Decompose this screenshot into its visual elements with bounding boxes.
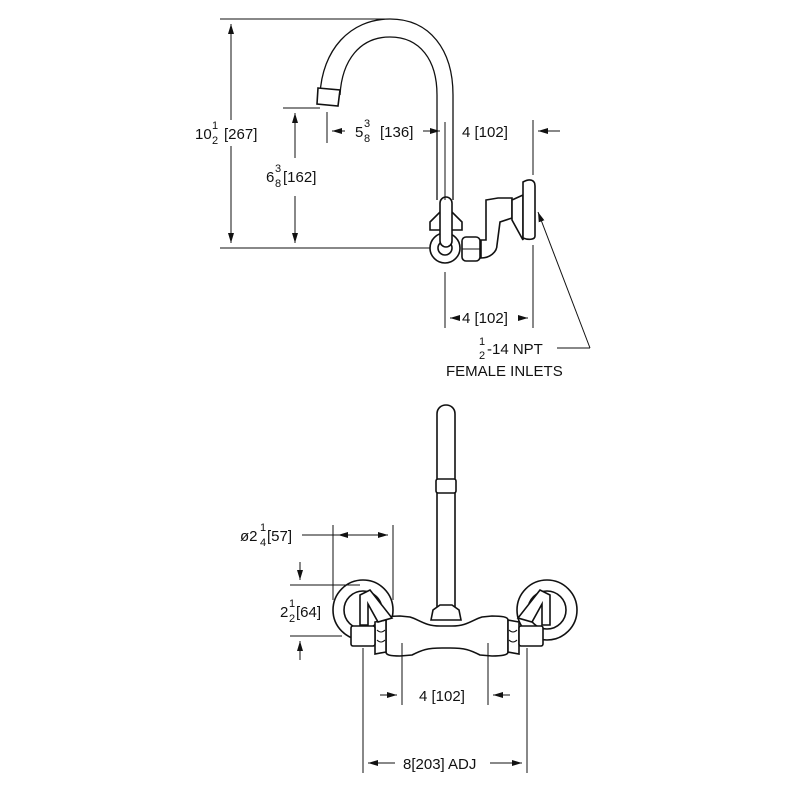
flange-offset-whole: 2 — [280, 604, 288, 621]
spout-reach-whole: 5 — [355, 124, 363, 141]
flange-offset-num: 1 — [289, 598, 295, 610]
overall-height-den: 2 — [212, 135, 218, 147]
front-view: ø2 1 4 [57] 2 1 2 [64] 4 [102] 8[203] AD… — [240, 404, 578, 773]
wall-offset-top-label: 4 [102] — [462, 124, 508, 141]
inlet-note-type: FEMALE INLETS — [446, 363, 563, 380]
overall-height-metric: [267] — [224, 126, 257, 143]
inner-spacing-label: 4 [102] — [419, 688, 465, 705]
flange-diameter-prefix: ø2 — [240, 528, 258, 545]
spout-reach-num: 3 — [364, 118, 370, 130]
overall-height-label: 10 — [195, 126, 212, 143]
flange-diameter-num: 1 — [260, 522, 266, 534]
flange-offset-metric: [64] — [296, 604, 321, 621]
inlet-note-den: 2 — [479, 350, 485, 362]
spout-reach-den: 8 — [364, 133, 370, 145]
centers-label: 8[203] ADJ — [403, 756, 476, 773]
spout-height-whole: 6 — [266, 169, 274, 186]
spout-height-den: 8 — [275, 178, 281, 190]
spout-reach-metric: [136] — [380, 124, 413, 141]
overall-height-num: 1 — [212, 120, 218, 132]
inlet-note-num: 1 — [479, 336, 485, 348]
flange-diameter-metric: [57] — [267, 528, 292, 545]
spout-front — [430, 404, 462, 621]
flange-offset-den: 2 — [289, 613, 295, 625]
spout-height-metric: [162] — [283, 169, 316, 186]
wall-offset-bottom-label: 4 [102] — [462, 310, 508, 327]
valve-body-side — [429, 179, 536, 264]
spout-height-num: 3 — [275, 163, 281, 175]
side-view: 10 1 2 [267] 6 3 8 [162] 5 3 8 [136] 4 [… — [195, 18, 591, 380]
valve-body-front — [350, 588, 551, 657]
inlet-note-size: -14 NPT — [487, 341, 543, 358]
spout-side — [316, 18, 454, 200]
flange-diameter-den: 4 — [260, 537, 266, 549]
